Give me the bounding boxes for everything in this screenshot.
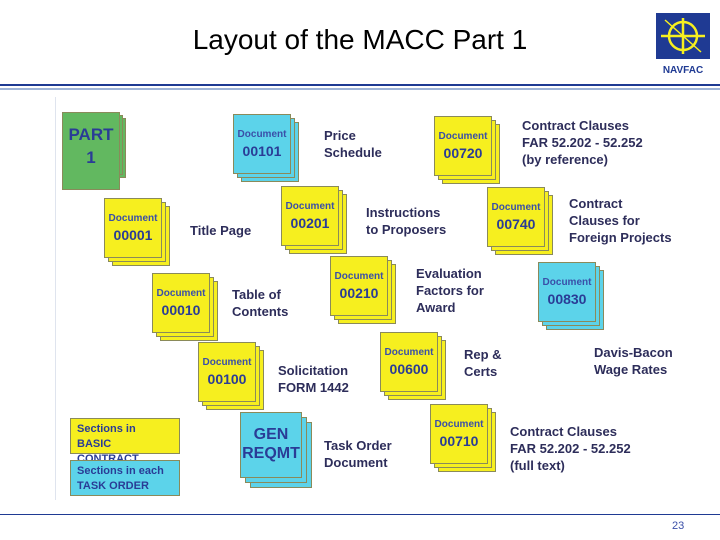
document-00710-desc: Contract Clauses FAR 52.202 - 52.252 (fu… [510,424,631,473]
legend-task-order: Sections in each TASK ORDER [70,460,180,496]
document-card: Document 00210 [330,256,388,316]
document-00201-desc: Instructions to Proposers [366,205,447,237]
document-00830-desc: Davis-Bacon Wage Rates [594,345,673,377]
gen-reqmt-card: GEN REQMT [240,412,302,478]
gen-reqmt-stack: GEN REQMT [240,412,312,488]
document-00201: Document 00201 [281,186,347,254]
reqmt-label: REQMT [242,445,300,462]
document-00210: Document 00210 [330,256,396,324]
part-1-card: PART 1 [62,112,120,190]
document-card: Document 00720 [434,116,492,176]
diagram-panel [55,97,696,500]
document-label: Document [202,357,252,368]
document-label: Document [237,129,287,140]
document-label: Document [384,347,434,358]
document-00100-desc: Solicitation FORM 1442 [278,363,349,395]
part-label: PART [68,125,114,144]
document-card: Document 00710 [430,404,488,464]
document-00740-desc: Contract Clauses for Foreign Projects [569,196,672,245]
document-card: Document 00001 [104,198,162,258]
document-00720: Document 00720 [434,116,500,184]
gen-label: GEN [253,426,289,443]
document-00600-desc: Rep & Certs [464,347,502,379]
document-card: Document 00101 [233,114,291,174]
document-card: Document 00830 [538,262,596,322]
part-number: 1 [86,148,96,167]
document-00101: Document 00101 [233,114,299,182]
document-00210-desc: Evaluation Factors for Award [416,266,484,315]
gen-reqmt-desc: Task Order Document [324,438,392,470]
document-00100: Document 00100 [198,342,264,410]
document-00010: Document 00010 [152,273,218,341]
document-label: Document [334,271,384,282]
document-code: 00710 [439,433,479,449]
document-label: Document [434,419,484,430]
document-card: Document 00100 [198,342,256,402]
document-code: 00001 [113,227,153,243]
header-rule-light [0,88,720,90]
footer-rule [0,514,720,515]
header-rule-blue [0,84,720,86]
document-00710: Document 00710 [430,404,496,472]
document-code: 00830 [547,291,587,307]
part-1-stack: PART 1 [62,112,126,190]
document-label: Document [438,131,488,142]
navfac-logo: NAVFAC [656,13,710,76]
document-00010-desc: Table of Contents [232,287,289,319]
document-00740: Document 00740 [487,187,553,255]
document-code: 00201 [290,215,330,231]
logo-text: NAVFAC [663,65,703,76]
document-code: 00210 [339,285,379,301]
document-label: Document [491,202,541,213]
document-00830: Document 00830 [538,262,604,330]
document-card: Document 00600 [380,332,438,392]
document-00001: Document 00001 [104,198,170,266]
slide-title: Layout of the MACC Part 1 [192,24,528,55]
document-00720-desc: Contract Clauses FAR 52.202 - 52.252 (by… [522,118,643,167]
document-code: 00720 [443,145,483,161]
document-label: Document [108,213,158,224]
document-code: 00010 [161,302,201,318]
document-code: 00600 [389,361,429,377]
document-00001-desc: Title Page [190,223,252,238]
legend-basic-contract: Sections in BASIC CONTRACT [70,418,180,465]
document-00101-desc: Price Schedule [324,128,382,160]
document-code: 00101 [242,143,282,159]
document-card: Document 00740 [487,187,545,247]
logo-diagonal [664,19,702,53]
page-number: 23 [672,520,685,532]
document-card: Document 00010 [152,273,210,333]
document-label: Document [285,201,335,212]
document-code: 00100 [207,371,247,387]
document-code: 00740 [496,216,536,232]
document-label: Document [156,288,206,299]
document-card: Document 00201 [281,186,339,246]
document-00600: Document 00600 [380,332,446,400]
document-label: Document [542,277,592,288]
